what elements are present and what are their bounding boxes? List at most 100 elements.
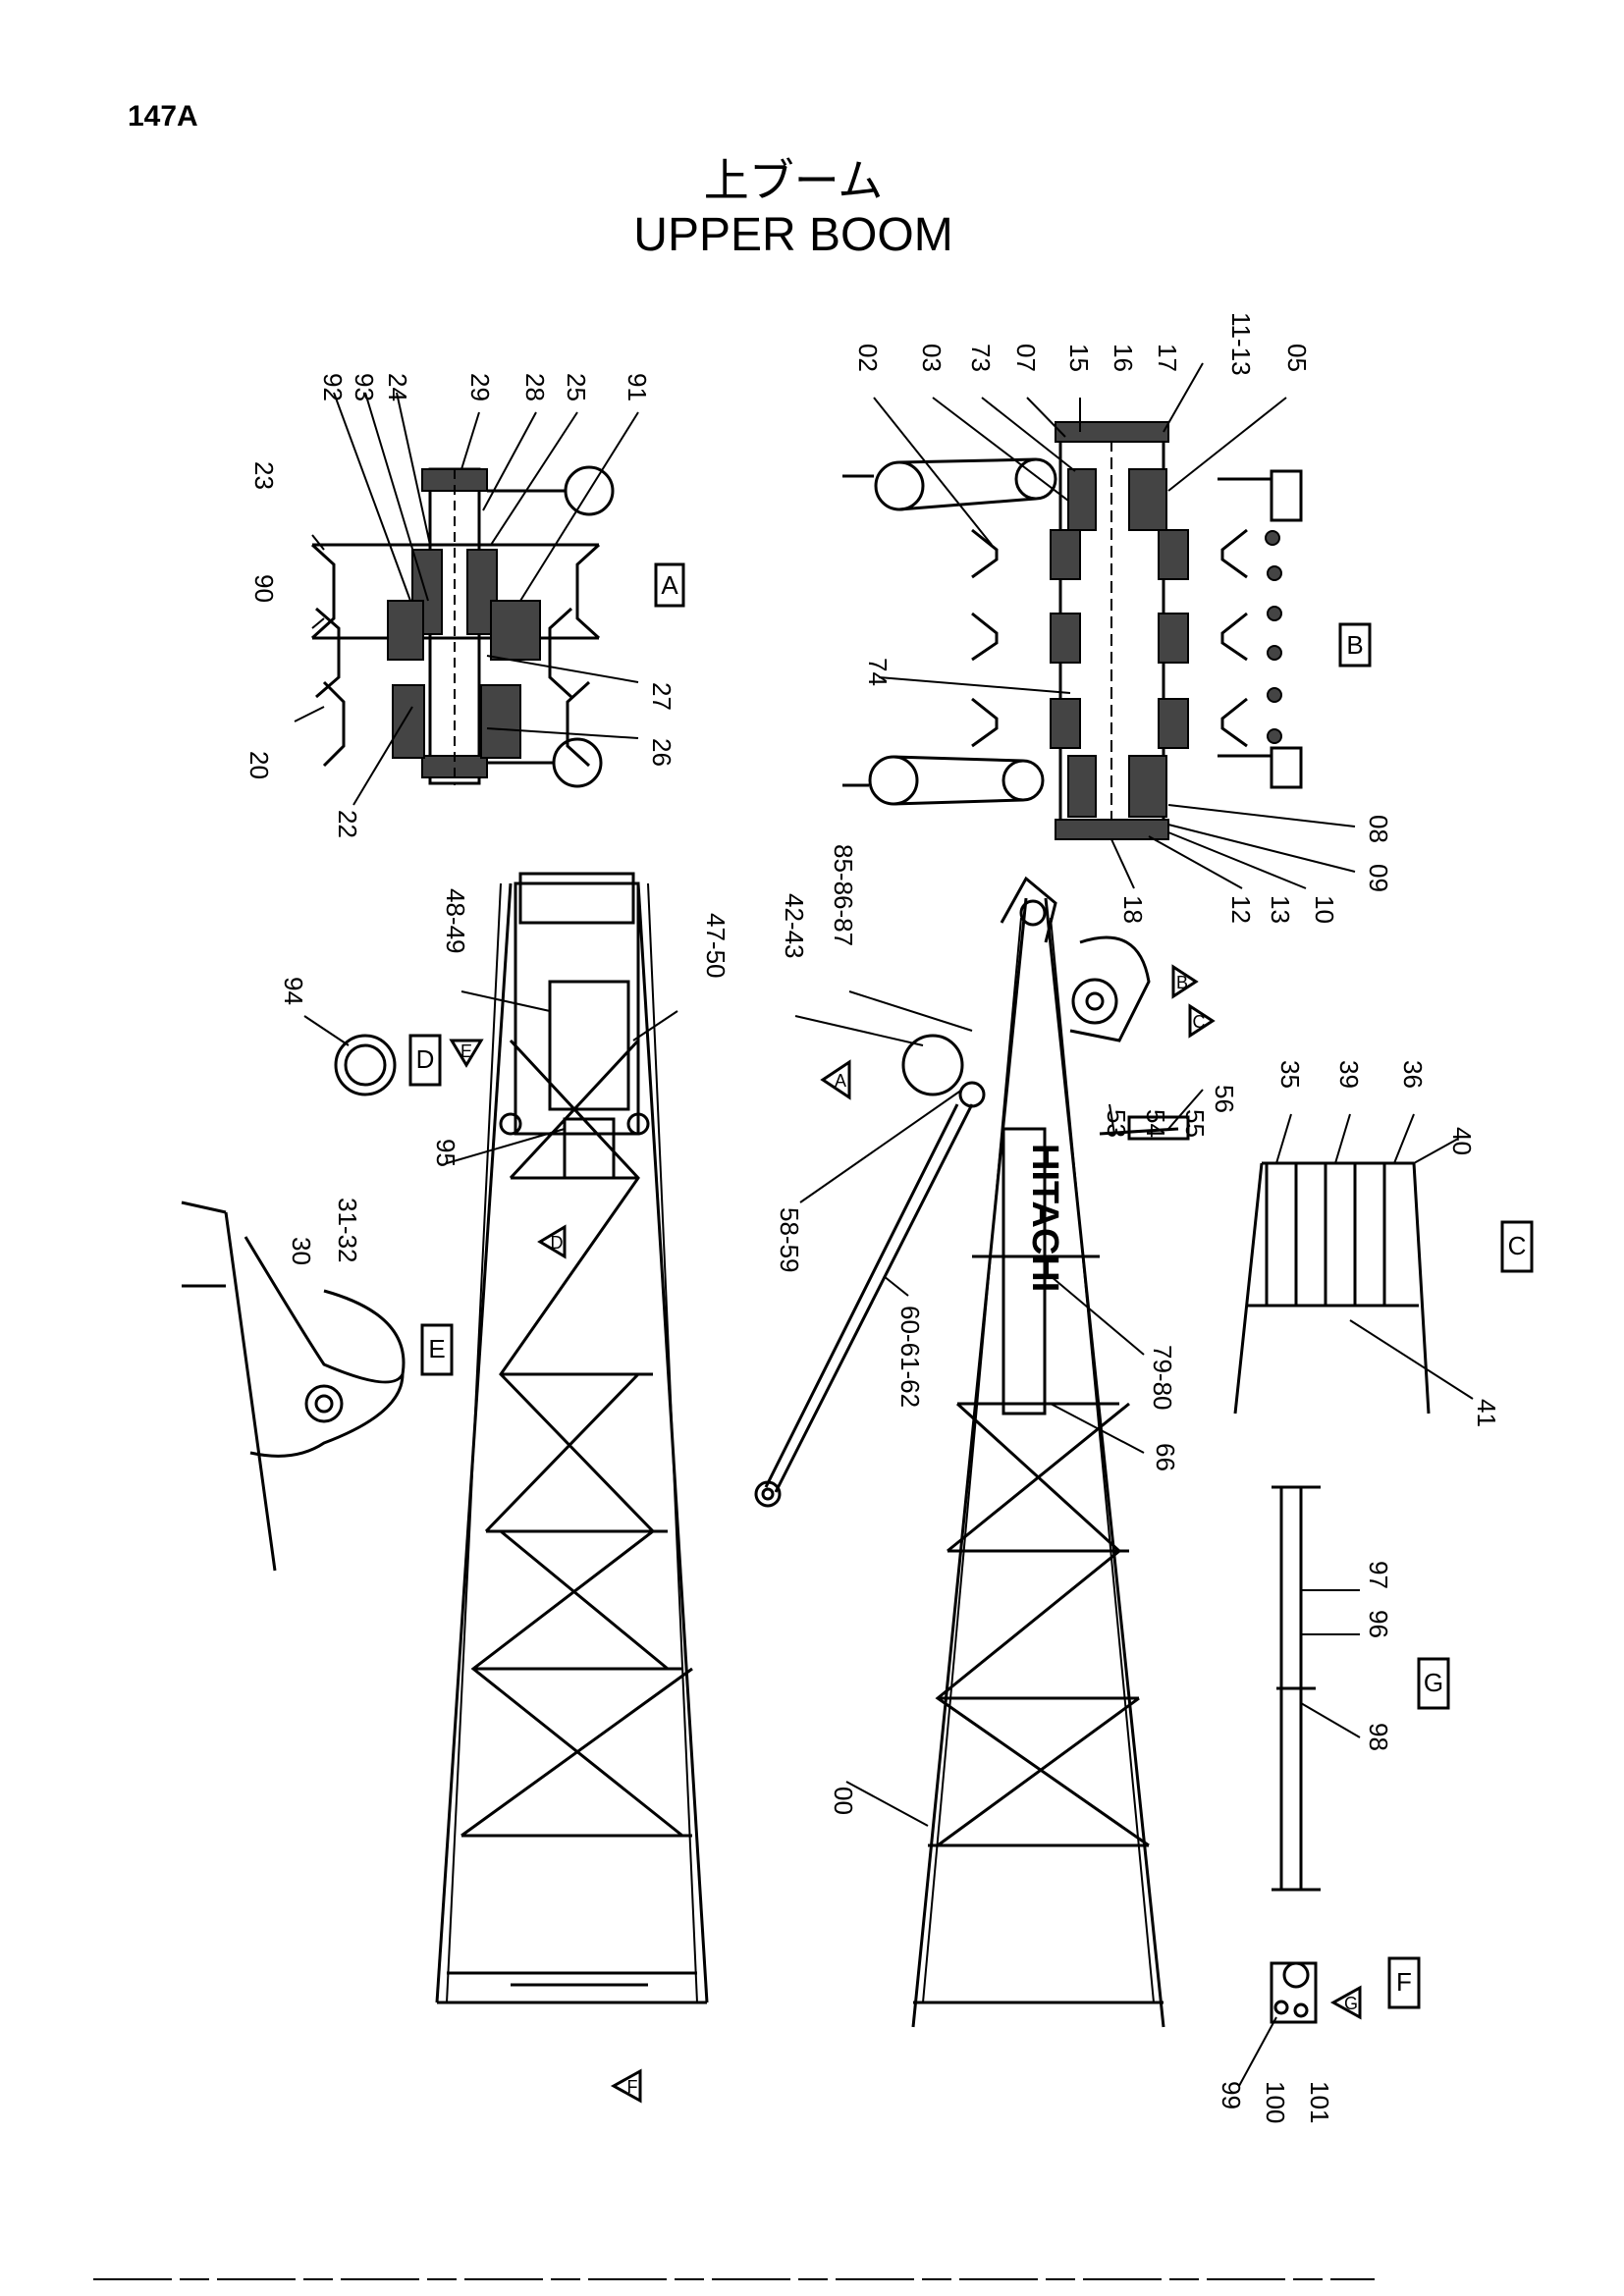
label-18: 18 — [1118, 895, 1148, 924]
brand-text: HITACHI — [1024, 1144, 1065, 1292]
label-101: 101 — [1305, 2081, 1334, 2123]
label-96: 96 — [1364, 1610, 1393, 1638]
arrow-markers: A B C D E F G — [449, 964, 1362, 2104]
view-e-letter: E — [428, 1334, 445, 1363]
view-c-guard: C — [1233, 1161, 1534, 1415]
label-08: 08 — [1364, 815, 1393, 843]
svg-text:G: G — [1344, 1994, 1358, 2013]
label-27: 27 — [647, 682, 677, 711]
label-90: 90 — [249, 574, 279, 603]
svg-text:D: D — [551, 1233, 564, 1253]
arrow-marker-d: D — [537, 1224, 567, 1259]
label-11-13: 11-13 — [1226, 312, 1256, 376]
arrow-marker-f: F — [610, 2068, 642, 2104]
label-25: 25 — [562, 373, 591, 401]
label-66: 66 — [1151, 1443, 1180, 1471]
label-47-50: 47-50 — [701, 913, 731, 979]
title-english: UPPER BOOM — [633, 209, 952, 261]
label-93: 93 — [350, 373, 379, 401]
view-e-detail: E — [181, 1201, 454, 1572]
svg-text:C: C — [1193, 1012, 1206, 1032]
label-05: 05 — [1282, 344, 1312, 372]
label-13: 13 — [1266, 895, 1295, 924]
label-12: 12 — [1226, 895, 1256, 924]
label-02: 02 — [853, 344, 883, 372]
label-92: 92 — [318, 373, 348, 401]
view-g-letter: G — [1424, 1668, 1443, 1697]
view-a-leaders — [294, 392, 639, 806]
page-code: 147A — [128, 100, 198, 133]
svg-text:F: F — [627, 2077, 638, 2097]
label-85-86-87: 85-86-87 — [829, 844, 858, 946]
label-09: 09 — [1364, 864, 1393, 892]
view-f-letter: F — [1396, 1967, 1412, 1997]
label-48-49: 48-49 — [441, 888, 470, 954]
label-91: 91 — [623, 373, 652, 401]
view-d-letter: D — [416, 1044, 435, 1074]
label-16: 16 — [1109, 344, 1138, 372]
label-97: 97 — [1364, 1561, 1393, 1589]
label-36: 36 — [1398, 1060, 1428, 1089]
label-94: 94 — [279, 977, 308, 1005]
label-31-32: 31-32 — [333, 1198, 362, 1263]
label-40: 40 — [1447, 1127, 1477, 1155]
label-74: 74 — [863, 658, 893, 686]
label-42-43: 42-43 — [780, 893, 809, 959]
label-07: 07 — [1011, 344, 1041, 372]
label-17: 17 — [1153, 344, 1182, 372]
label-26: 26 — [647, 738, 677, 767]
view-a-letter: A — [661, 570, 678, 600]
label-95: 95 — [431, 1139, 460, 1167]
view-b-letter: B — [1346, 630, 1363, 660]
title-japanese: 上ブーム — [704, 155, 884, 206]
label-55: 55 — [1180, 1109, 1210, 1138]
arrow-marker-e: E — [449, 1039, 484, 1068]
label-00: 00 — [829, 1787, 858, 1815]
arrow-marker-c: C — [1188, 1003, 1216, 1039]
label-20: 20 — [244, 751, 274, 779]
label-100: 100 — [1261, 2081, 1290, 2123]
label-30: 30 — [287, 1237, 316, 1265]
svg-text:E: E — [460, 1041, 472, 1061]
view-f-bracket: F — [1270, 1956, 1421, 2024]
arrow-marker-a: A — [820, 1059, 851, 1100]
view-g-rail: G — [1272, 1485, 1450, 1892]
view-d-bushing: D — [334, 1034, 442, 1096]
right-boom-leaders — [794, 990, 1204, 1827]
label-41: 41 — [1472, 1399, 1501, 1427]
label-79-80: 79-80 — [1148, 1345, 1177, 1411]
svg-text:B: B — [1176, 973, 1188, 992]
label-99: 99 — [1217, 2081, 1246, 2109]
arrow-marker-b: B — [1171, 964, 1199, 999]
label-53: 53 — [1102, 1109, 1131, 1138]
sheave-1 — [310, 543, 601, 640]
view-c-letter: C — [1508, 1231, 1527, 1260]
view-c-leaders — [1275, 1113, 1474, 1400]
label-03: 03 — [917, 344, 947, 372]
label-29: 29 — [465, 373, 495, 401]
label-23: 23 — [249, 461, 279, 490]
left-boom-lattice — [435, 872, 709, 2004]
label-56: 56 — [1210, 1085, 1239, 1113]
label-22: 22 — [333, 810, 362, 838]
arrow-marker-g: G — [1329, 1985, 1362, 2020]
view-a-sheave-assembly: A — [310, 465, 685, 788]
view-b-head-shaft: B — [842, 421, 1372, 844]
label-28: 28 — [520, 373, 550, 401]
label-15: 15 — [1064, 344, 1094, 372]
label-73: 73 — [966, 344, 996, 372]
label-39: 39 — [1334, 1060, 1364, 1089]
svg-text:A: A — [835, 1071, 846, 1091]
right-boom-lattice: HITACHI — [754, 876, 1190, 2028]
label-10: 10 — [1310, 895, 1339, 924]
label-54: 54 — [1141, 1109, 1170, 1138]
view-b-leaders — [873, 362, 1356, 889]
label-60-61-62: 60-61-62 — [895, 1306, 925, 1408]
label-58-59: 58-59 — [775, 1207, 804, 1273]
sheave-3 — [322, 680, 591, 768]
label-35: 35 — [1275, 1060, 1305, 1089]
head-sheaves — [971, 528, 1248, 749]
label-98: 98 — [1364, 1723, 1393, 1751]
